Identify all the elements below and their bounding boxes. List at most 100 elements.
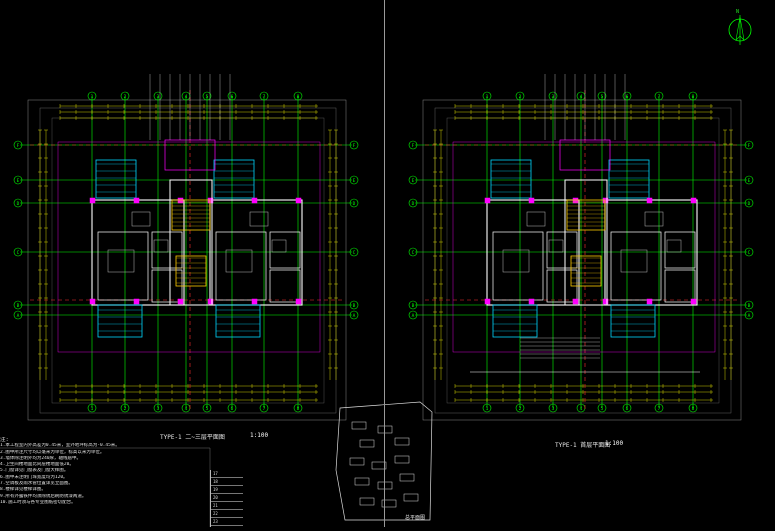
left-plan-furniture <box>271 239 287 253</box>
left-plan-title: TYPE-1 二~三层平面图 <box>160 434 225 441</box>
right-plan-scale: 1:100 <box>605 440 624 447</box>
right-plan-axis-letter: A <box>412 313 415 319</box>
right-plan-axis-letter: B <box>748 303 751 309</box>
left-plan-axis-bubble <box>259 91 269 101</box>
left-plan-axis-number: 6 <box>231 94 234 100</box>
left-plan-room <box>151 231 183 269</box>
right-plan-column <box>528 197 535 204</box>
right-plan-axis-letter: F <box>412 143 415 149</box>
left-plan-axis-bubble <box>293 91 303 101</box>
note-line: 8.楼梯详见楼梯详图。 <box>0 487 46 493</box>
note-line: 6.图中未注明门垛宽度均为120。 <box>0 474 68 480</box>
left-plan-axis-bubble <box>13 310 23 320</box>
note-line: 2.图中所注尺寸均以毫米为单位，标高以米为单位。 <box>0 449 105 455</box>
left-plan-axis-bubble <box>13 175 23 185</box>
left-plan-axis-number: 1 <box>91 406 94 412</box>
site-plan-building <box>377 425 393 434</box>
right-plan-column <box>690 298 697 305</box>
right-plan-axis-bubble <box>597 403 607 413</box>
left-plan-stair <box>175 255 207 287</box>
left-plan-axis-letter: E <box>17 178 20 184</box>
left-plan-axis-bubble <box>153 403 163 413</box>
left-plan-scale: 1:100 <box>250 432 269 439</box>
left-plan-axis-bubble <box>120 403 130 413</box>
right-plan-axis-bubble <box>744 140 754 150</box>
left-plan-site-outline-inner <box>39 107 337 414</box>
right-plan-bay-window <box>490 159 532 199</box>
right-plan-axis-bubble <box>482 403 492 413</box>
left-plan-room <box>97 231 149 301</box>
left-plan-column <box>133 197 140 204</box>
note-line: 10.施工时须与各专业图纸密切配合。 <box>0 499 76 505</box>
left-plan-column <box>295 298 302 305</box>
note-line: 9.所有外露铁件均须除锈后刷防锈漆两道。 <box>0 493 87 499</box>
left-plan-site-outline-inner2 <box>51 117 325 404</box>
left-plan-furniture <box>153 239 169 253</box>
left-plan-axis-bubble <box>259 403 269 413</box>
right-plan-column <box>602 298 609 305</box>
left-plan-furniture-bed <box>107 249 135 273</box>
right-plan-outline-frame <box>452 141 716 353</box>
left-plan-axis-number: 3 <box>157 94 160 100</box>
left-plan-axis-bubble <box>13 247 23 257</box>
left-plan-axis-number: 4 <box>185 94 188 100</box>
left-plan-column <box>133 298 140 305</box>
left-plan-bay-window <box>95 159 137 199</box>
note-line: 3.墙体除注明外均为240厚，轴线居中。 <box>0 455 82 461</box>
site-plan-label: 总平面图 <box>405 515 426 521</box>
right-plan-furniture <box>548 239 564 253</box>
right-plan-axis-bubble <box>688 403 698 413</box>
left-plan-axis-letter: C <box>17 250 20 256</box>
left-plan-axis-letter: D <box>353 201 356 207</box>
right-plan-site-outline-inner2 <box>446 117 720 404</box>
left-plan-axis-bubble <box>349 310 359 320</box>
left-plan-axis-letter: B <box>17 303 20 309</box>
right-plan-furniture <box>526 211 546 227</box>
right-plan-axis-bubble <box>515 403 525 413</box>
right-plan-axis-bubble <box>622 403 632 413</box>
left-plan-axis-bubble <box>87 403 97 413</box>
left-plan-axis-bubble <box>202 403 212 413</box>
left-plan-axis-bubble <box>87 91 97 101</box>
right-plan-axis-number: 1 <box>486 94 489 100</box>
site-plan-building <box>381 499 397 508</box>
left-plan-axis-number: 4 <box>185 406 188 412</box>
left-plan-axis-number: 7 <box>263 406 266 412</box>
right-plan-axis-bubble <box>654 403 664 413</box>
right-plan-axis-bubble <box>744 198 754 208</box>
left-plan-outline-frame <box>57 141 321 353</box>
right-plan-axis-bubble <box>408 140 418 150</box>
north-arrow-label: N <box>736 9 740 15</box>
right-plan-axis-bubble <box>654 91 664 101</box>
right-plan-stair <box>570 255 602 287</box>
right-plan-column <box>572 197 579 204</box>
legend-row: 20 <box>211 494 243 502</box>
legend-row: 23 <box>211 518 243 526</box>
site-plan-building <box>351 421 367 430</box>
left-plan-room <box>269 269 301 303</box>
left-plan-axis-letter: A <box>17 313 20 319</box>
left-plan-axis-letter: F <box>17 143 20 149</box>
left-plan-axis-number: 8 <box>297 94 300 100</box>
left-plan-column <box>207 197 214 204</box>
right-plan-axis-bubble <box>744 310 754 320</box>
left-plan-stair-core <box>169 179 213 306</box>
right-plan-axis-letter: E <box>412 178 415 184</box>
left-plan-axis-bubble <box>227 91 237 101</box>
right-plan-furniture-bed <box>502 249 530 273</box>
left-plan-furniture-bed <box>225 249 253 273</box>
right-plan-room <box>610 231 662 301</box>
right-plan-axis-number: 2 <box>519 406 522 412</box>
right-plan-furniture <box>666 239 682 253</box>
right-plan-column <box>528 298 535 305</box>
right-plan-axis-number: 5 <box>601 94 604 100</box>
site-plan-building <box>394 437 410 446</box>
right-plan-site-outline-inner <box>434 107 732 414</box>
notes-heading: 注: <box>0 437 9 443</box>
left-plan-axis-bubble <box>120 91 130 101</box>
right-plan-axis-letter: C <box>748 250 751 256</box>
left-plan-column <box>89 298 96 305</box>
site-plan-building <box>377 481 393 490</box>
